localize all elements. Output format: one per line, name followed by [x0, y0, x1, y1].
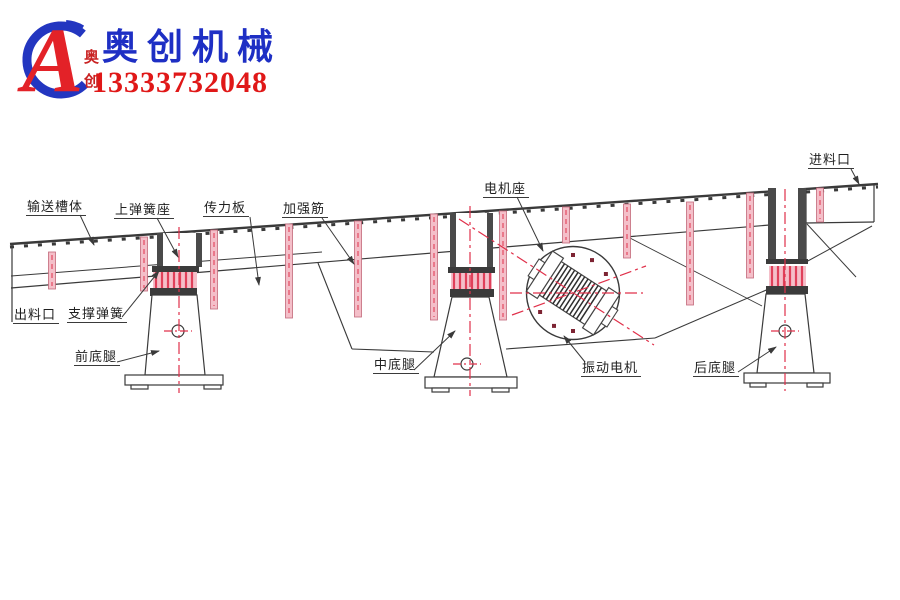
- rib-plate: [686, 201, 694, 306]
- logo-letter-a: A: [17, 9, 83, 107]
- centerlines: [164, 189, 799, 396]
- label-rear-leg: 后底腿: [693, 360, 740, 377]
- label-rib: 加强筋: [282, 201, 329, 218]
- label-motor-mount: 电机座: [483, 181, 530, 198]
- front-base-leg: [124, 294, 224, 390]
- rib-plate: [285, 223, 293, 319]
- middle-spring-seat: [448, 213, 495, 297]
- label-feed-inlet: 进料口: [808, 152, 855, 169]
- label-trough-body: 输送槽体: [26, 199, 87, 216]
- logo-c-ring: [22, 21, 89, 99]
- rib-plate: [499, 210, 507, 321]
- label-front-leg: 前底腿: [74, 349, 121, 366]
- rib-plate: [48, 251, 56, 290]
- rib-plate: [746, 192, 754, 279]
- label-middle-leg: 中底腿: [373, 357, 420, 374]
- under-frame-skirt: [317, 236, 772, 353]
- rib-plates: [48, 187, 824, 321]
- rear-base-leg: [743, 293, 831, 388]
- front-spring-seat: [150, 233, 202, 296]
- rib-plate: [210, 229, 218, 310]
- label-upper-spring-seat: 上弹簧座: [114, 202, 175, 219]
- leader-lines: [79, 168, 860, 373]
- rib-plate: [140, 236, 148, 292]
- company-logo: A: [17, 9, 89, 107]
- label-support-spring: 支撑弹簧: [67, 306, 128, 323]
- rib-plate: [562, 206, 570, 244]
- rib-plate: [816, 187, 824, 223]
- label-vibration-motor: 振动电机: [581, 360, 642, 377]
- label-discharge-outlet: 出料口: [13, 307, 60, 324]
- seal-char-chuang: 创: [84, 74, 100, 90]
- label-force-plate: 传力板: [203, 200, 250, 217]
- rib-plate: [430, 213, 438, 321]
- seal-char-ao: 奥: [84, 50, 100, 66]
- rib-plate: [354, 220, 362, 318]
- rear-spring-seat: [766, 188, 808, 294]
- rib-plate: [623, 203, 631, 259]
- phone-number: 13333732048: [92, 66, 268, 99]
- company-name: 奥创机械: [102, 27, 283, 67]
